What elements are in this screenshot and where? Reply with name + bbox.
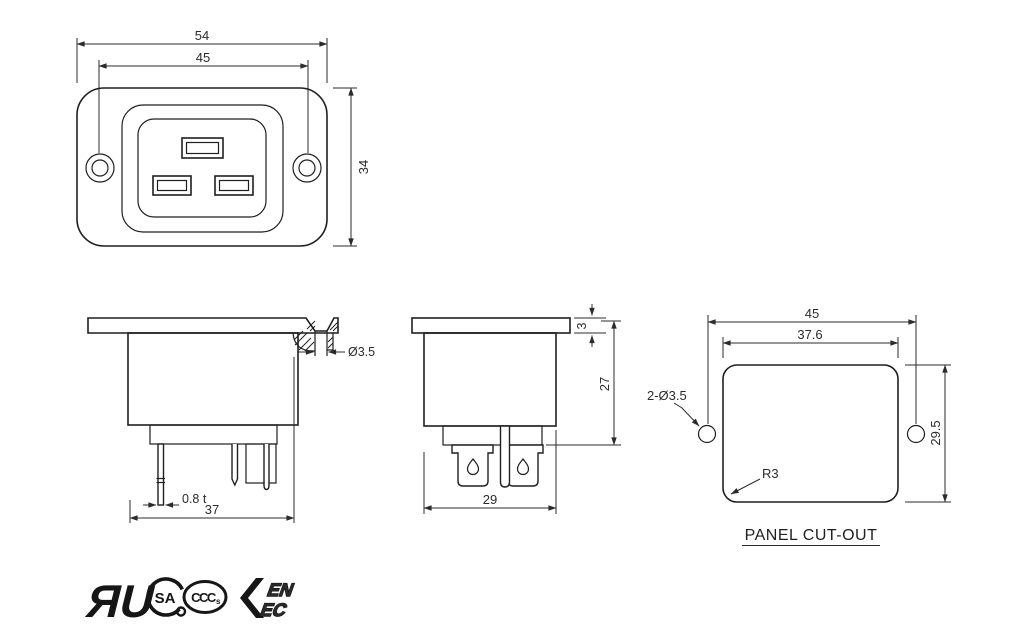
end-view: 3 27 29 [411, 304, 621, 514]
side-view: Ø3.5 0.8 t 37 [87, 317, 375, 523]
mounting-hole-right [292, 153, 322, 183]
end-body [423, 332, 557, 427]
csa-logo-icon: SA [146, 577, 187, 617]
socket-slot-earth [181, 137, 224, 159]
end-rear-step [442, 425, 543, 446]
connector-flange-outline [76, 87, 328, 247]
cutout-hole-left [697, 424, 717, 444]
dim-label-corner-radius: R3 [762, 466, 779, 481]
socket-slot-right [214, 175, 254, 196]
end-flange [411, 317, 571, 334]
section-hatching [293, 320, 339, 352]
rear-step [149, 424, 278, 445]
panel-cutout-title: PANEL CUT-OUT [745, 527, 878, 544]
socket-face-outline [137, 118, 267, 218]
svg-text:CCC: CCC [191, 590, 217, 605]
dim-label-front-hole-spacing: 45 [196, 50, 210, 65]
enec-top-glyph: EN [265, 580, 297, 600]
faston-terminal-left [451, 444, 494, 487]
dim-label-body-depth: 37 [205, 502, 219, 517]
dim-label-body-height: 27 [597, 377, 612, 391]
cutout-outline [722, 364, 899, 503]
center-pin [499, 425, 511, 488]
front-view: 54 45 34 [76, 28, 371, 247]
dim-label-body-width: 29 [483, 492, 497, 507]
dim-label-front-width: 54 [195, 28, 209, 43]
dim-label-cutout-width: 37.6 [797, 327, 822, 342]
dim-label-front-height: 34 [356, 160, 371, 174]
dim-label-pin-thickness: 0.8 t [182, 492, 207, 506]
dim-label-screw-hole-dia: Ø3.5 [348, 345, 375, 359]
cutout-hole-right [906, 424, 926, 444]
dim-label-cutout-height: 29.5 [928, 420, 943, 445]
socket-slot-left [152, 175, 192, 196]
dim-label-cutout-hole-spacing: 45 [805, 306, 819, 321]
mounting-hole-left [85, 153, 115, 183]
body-outline [127, 332, 299, 426]
dim-label-cutout-holes: 2-Ø3.5 [647, 388, 687, 403]
svg-text:SA: SA [155, 590, 176, 607]
terminal-pins [156, 443, 277, 506]
recess-outline [121, 104, 284, 233]
svg-text:s: s [216, 597, 221, 606]
certification-logos: ЯU SA CCC s EN EC [82, 576, 298, 627]
flange-section [87, 317, 339, 334]
enec-bottom-glyph: EC [258, 600, 290, 620]
dim-label-flange-thickness: 3 [575, 322, 589, 329]
panel-cutout-view: 45 37.6 29.5 2-Ø3.5 R3 PANEL CUT-OUT [647, 306, 951, 546]
enec-logo-icon: EN EC [240, 578, 298, 621]
ccc-logo-icon: CCC s [182, 580, 228, 614]
